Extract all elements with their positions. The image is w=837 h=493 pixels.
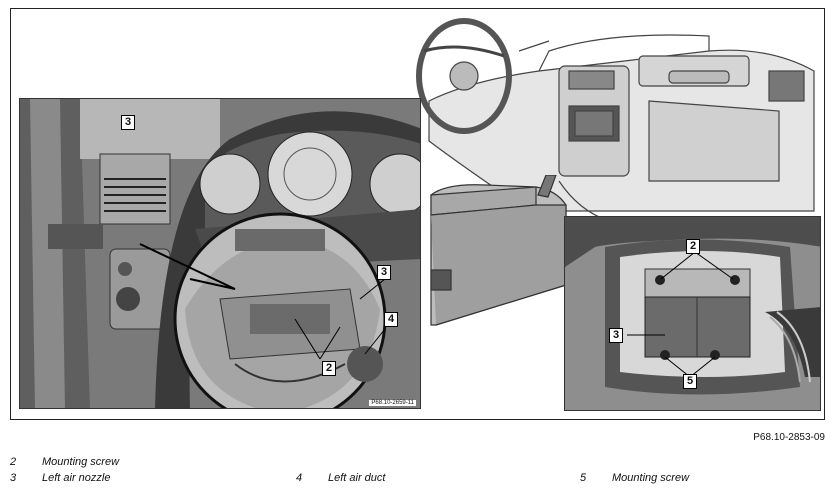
legend-item: 5 Mounting screw: [580, 471, 780, 485]
legend-item: 4 Left air duct: [296, 471, 496, 485]
legend-label: Mounting screw: [42, 456, 120, 468]
left-dashboard-photo: 3 3 4 2 P68.10-2659-11: [19, 98, 421, 409]
callout-inset-air-nozzle: 3: [377, 265, 391, 280]
callout-left-air-nozzle: 3: [121, 115, 135, 130]
nozzle-closeup-photo: 2 3 5: [564, 216, 821, 411]
callout-inset-air-duct: 4: [384, 312, 398, 327]
callout-inset-mounting-screw: 2: [322, 361, 336, 376]
callout-closeup-mounting-screws-top: 2: [686, 239, 700, 254]
legend-label: Mounting screw: [612, 472, 690, 484]
legend-number: 3: [10, 472, 17, 484]
legend-label: Left air duct: [328, 472, 386, 484]
legend-item: 3 Left air nozzle: [10, 471, 210, 485]
center-console-drawing: [426, 175, 571, 327]
callout-closeup-air-nozzle: 3: [609, 328, 623, 343]
legend-item: 2 Mounting screw: [10, 455, 210, 469]
legend-number: 4: [296, 472, 303, 484]
dashboard-overview-drawing: [409, 11, 821, 221]
legend-number: 2: [10, 456, 17, 468]
legend-label: Left air nozzle: [42, 472, 111, 484]
figure-reference-code: P68.10-2853-09: [753, 432, 825, 443]
callout-closeup-mounting-screws-bottom: 5: [683, 374, 697, 389]
inset-reference-code: P68.10-2659-11: [369, 400, 416, 406]
legend-number: 5: [580, 472, 587, 484]
figure-frame: 3 3 4 2 P68.10-2659-11 2: [10, 8, 825, 420]
